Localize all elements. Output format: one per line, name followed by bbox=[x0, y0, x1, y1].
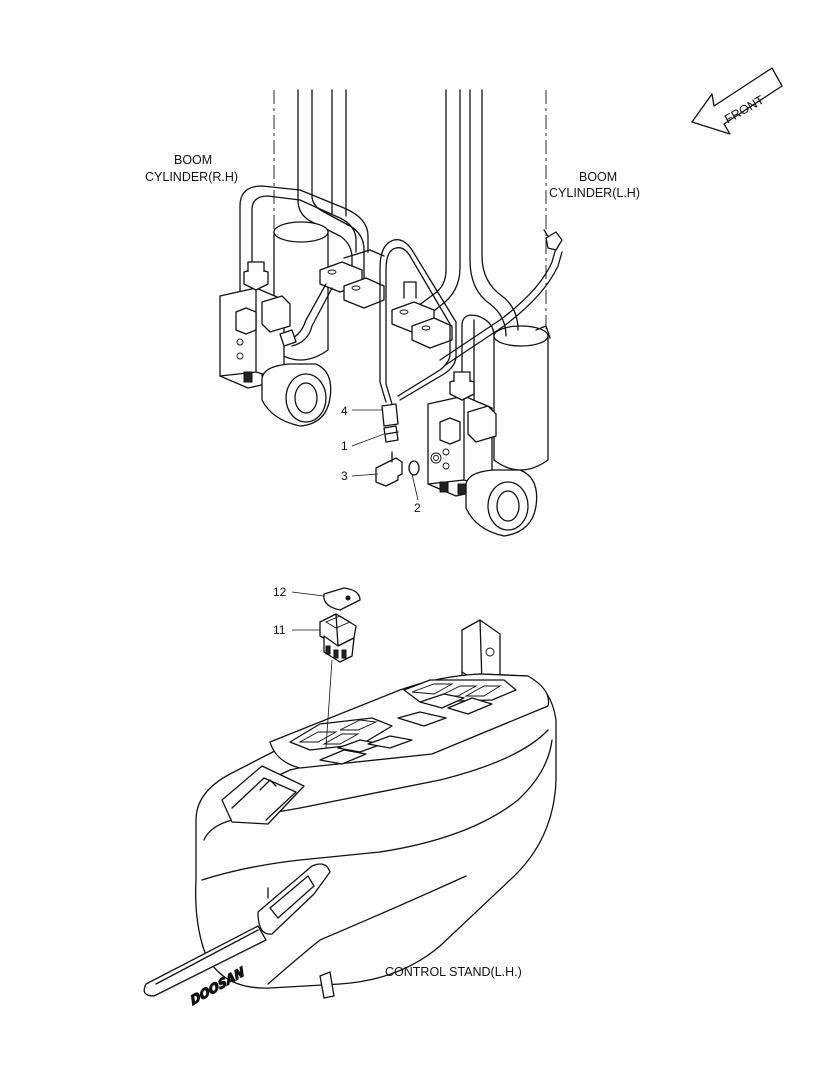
boom-cylinder-lh bbox=[391, 89, 551, 537]
switch-panel-front bbox=[289, 717, 413, 765]
callout-3: 3 bbox=[341, 469, 348, 483]
assembly-labels: BOOM CYLINDER(R.H) BOOM CYLINDER(L.H) CO… bbox=[145, 153, 640, 979]
front-arrow-icon: FRONT bbox=[691, 67, 783, 135]
control-stand: DOOSAN bbox=[143, 619, 557, 1009]
switch-panel-rear bbox=[397, 679, 517, 727]
callout-numbers: 4 1 3 2 12 11 bbox=[273, 404, 421, 637]
switch-cover bbox=[323, 587, 361, 611]
label-boom-lh-2: CYLINDER(L.H) bbox=[549, 186, 640, 200]
boom-cylinder-rh bbox=[219, 89, 385, 427]
label-boom-rh-1: BOOM bbox=[174, 153, 212, 167]
callout-12: 12 bbox=[273, 585, 287, 599]
callout-2: 2 bbox=[414, 501, 421, 515]
callout-4: 4 bbox=[341, 404, 348, 418]
rocker-switch bbox=[319, 613, 357, 663]
callout-11: 11 bbox=[273, 623, 286, 637]
label-control-stand: CONTROL STAND(L.H.) bbox=[385, 965, 522, 979]
label-boom-rh-2: CYLINDER(R.H) bbox=[145, 170, 238, 184]
label-boom-lh-1: BOOM bbox=[579, 170, 617, 184]
callout-leaders bbox=[291, 409, 419, 631]
callout-1: 1 bbox=[341, 439, 348, 453]
pressure-sensor-harness bbox=[375, 229, 563, 487]
